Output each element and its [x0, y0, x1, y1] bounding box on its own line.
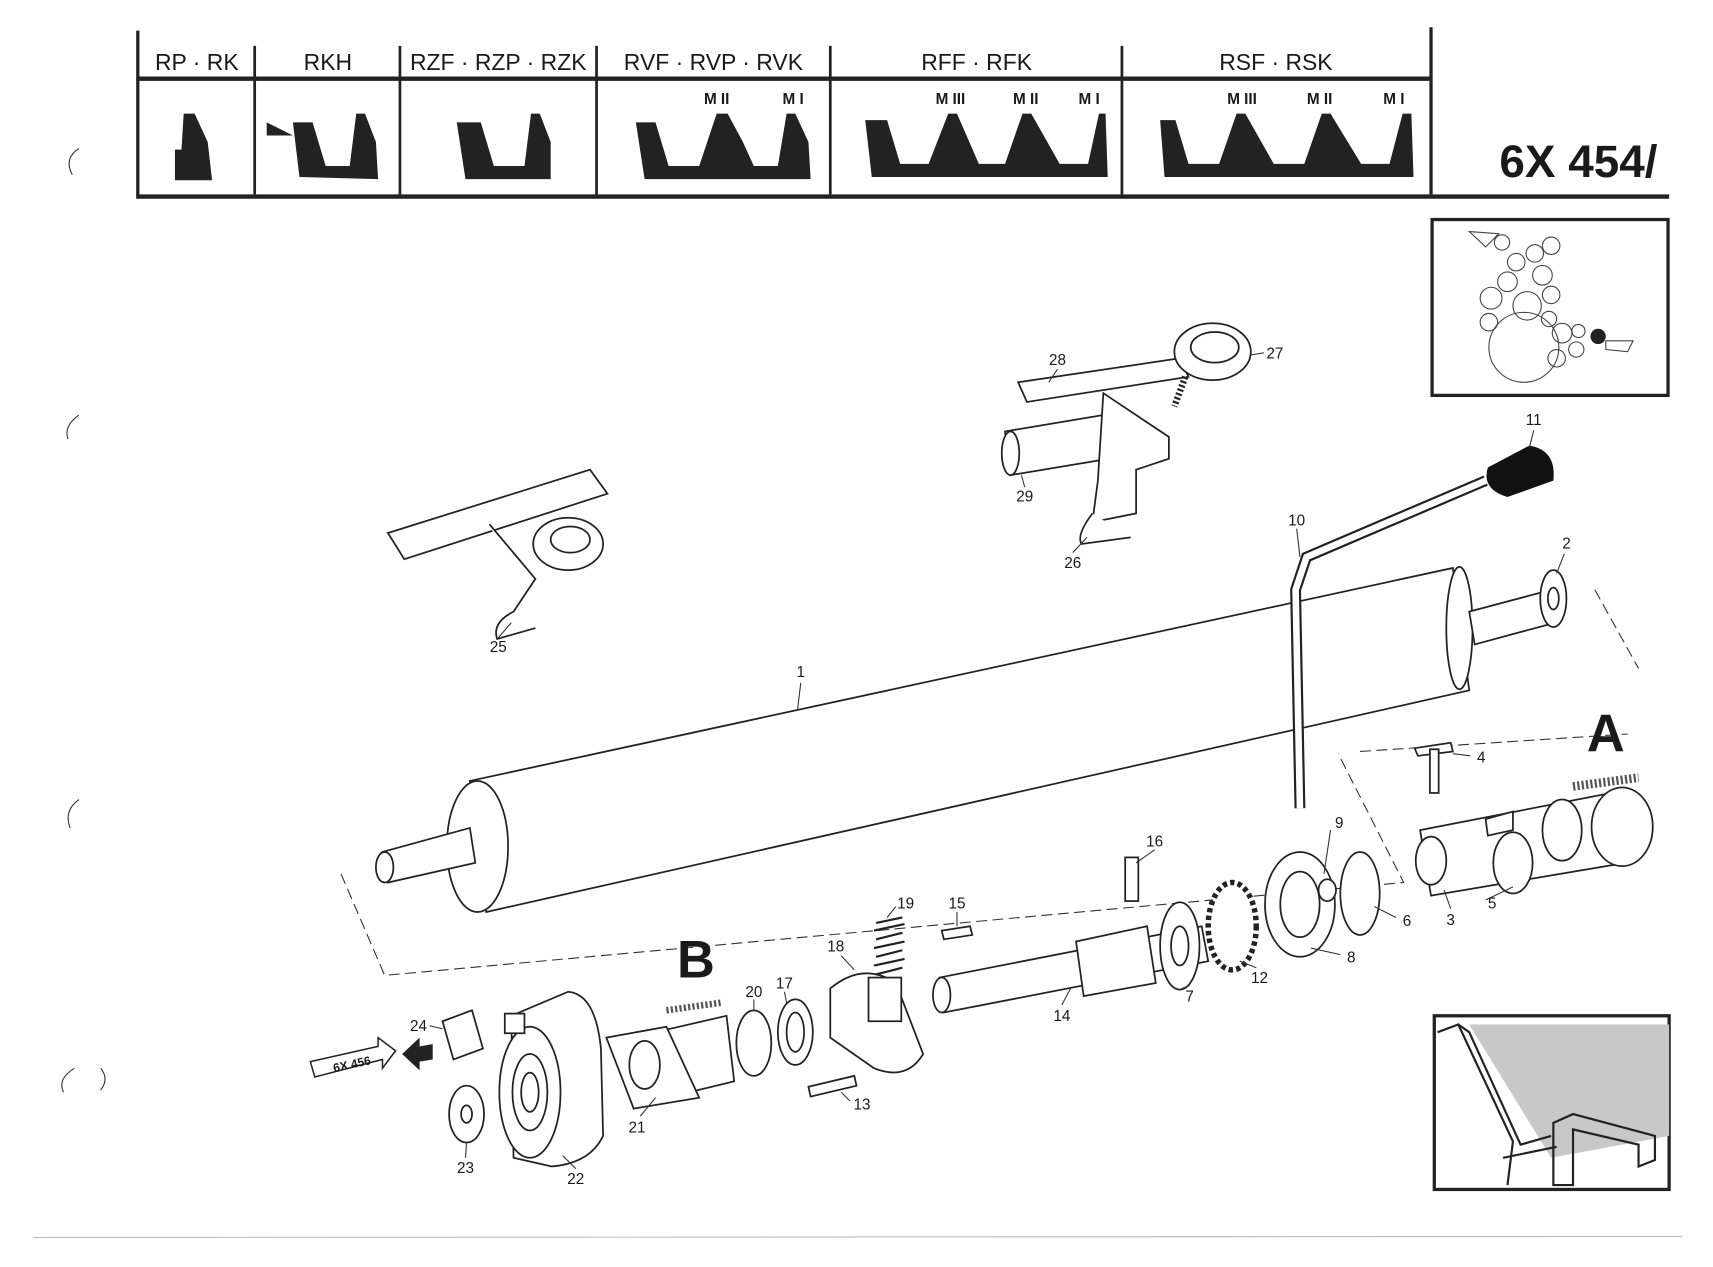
module-label: M I [1079, 91, 1100, 108]
callout-9: 9 [1335, 815, 1344, 832]
callout-4: 4 [1477, 749, 1486, 766]
callout-10: 10 [1288, 512, 1305, 529]
profile-header-table: RP · RK RKH RZF · RZP · RZK RVF · RVP · … [136, 27, 1670, 199]
callout-5: 5 [1488, 896, 1496, 913]
callout-7: 7 [1185, 989, 1194, 1006]
callout-19: 19 [897, 896, 914, 913]
callout-28: 28 [1049, 352, 1066, 369]
main-roller [340, 565, 1640, 976]
reference-arrow-icon [309, 1036, 397, 1078]
callouts: 1 2 3 4 5 6 7 8 9 10 11 12 13 14 15 16 1… [410, 345, 1625, 1188]
bracket-25 [386, 468, 609, 641]
callout-25: 25 [490, 639, 507, 656]
callout-27: 27 [1266, 345, 1283, 362]
column-label-rvf: RVF · RVP · RVK [624, 49, 804, 75]
profile-shape [174, 113, 213, 181]
callout-12: 12 [1251, 970, 1268, 987]
binder-holes [61, 148, 106, 1093]
profile-shape [1131, 113, 1414, 177]
callout-2: 2 [1562, 535, 1570, 552]
module-label: M III [1227, 91, 1257, 108]
module-label: M III [936, 91, 966, 108]
detail-label-b: B [677, 932, 715, 990]
module-label: M I [1383, 91, 1404, 108]
detail-a-parts [1359, 733, 1654, 897]
roller-position-inset [1430, 217, 1670, 398]
callout-18: 18 [827, 938, 844, 955]
module-label: M II [1307, 91, 1332, 108]
profile-shape [607, 113, 811, 180]
callout-22: 22 [567, 1171, 584, 1188]
callout-23: 23 [457, 1160, 474, 1177]
bracket-26-29 [1000, 322, 1252, 545]
callout-11: 11 [1526, 412, 1542, 429]
lever-assembly [1290, 445, 1554, 809]
column-label-rp-rk: RP · RK [155, 49, 239, 75]
callout-17: 17 [776, 975, 793, 992]
column-label-rzf: RZF · RZP · RZK [410, 49, 587, 75]
module-label: M II [704, 91, 729, 108]
leader-lines [429, 352, 1565, 1170]
profile-shape [266, 113, 379, 180]
arrow-icon [402, 1037, 433, 1071]
callout-15: 15 [948, 896, 965, 913]
callout-16: 16 [1146, 833, 1163, 850]
callout-3: 3 [1446, 912, 1454, 929]
column-label-rff: RFF · RFK [921, 49, 1032, 75]
callout-6: 6 [1403, 913, 1411, 930]
callout-26: 26 [1064, 555, 1081, 572]
module-label: M II [1013, 91, 1038, 108]
column-label-rkh: RKH [304, 49, 352, 75]
callout-21: 21 [628, 1120, 645, 1137]
page-edge [32, 1235, 1683, 1239]
callout-1: 1 [797, 664, 806, 681]
callout-20: 20 [745, 984, 762, 1001]
profile-shape [839, 113, 1108, 177]
profile-shape [430, 113, 551, 180]
column-label-rsf: RSF · RSK [1219, 49, 1333, 75]
shaft-assembly: 6X 456 [309, 851, 1381, 1168]
page-code: 6X 454/ [1499, 135, 1657, 187]
callout-13: 13 [853, 1097, 870, 1114]
callout-29: 29 [1016, 488, 1033, 505]
mounting-detail-inset [1432, 1014, 1671, 1192]
callout-14: 14 [1053, 1008, 1070, 1025]
detail-label-a: A [1587, 705, 1625, 763]
callout-24: 24 [410, 1018, 427, 1035]
callout-8: 8 [1347, 949, 1356, 966]
module-label: M I [783, 91, 804, 108]
